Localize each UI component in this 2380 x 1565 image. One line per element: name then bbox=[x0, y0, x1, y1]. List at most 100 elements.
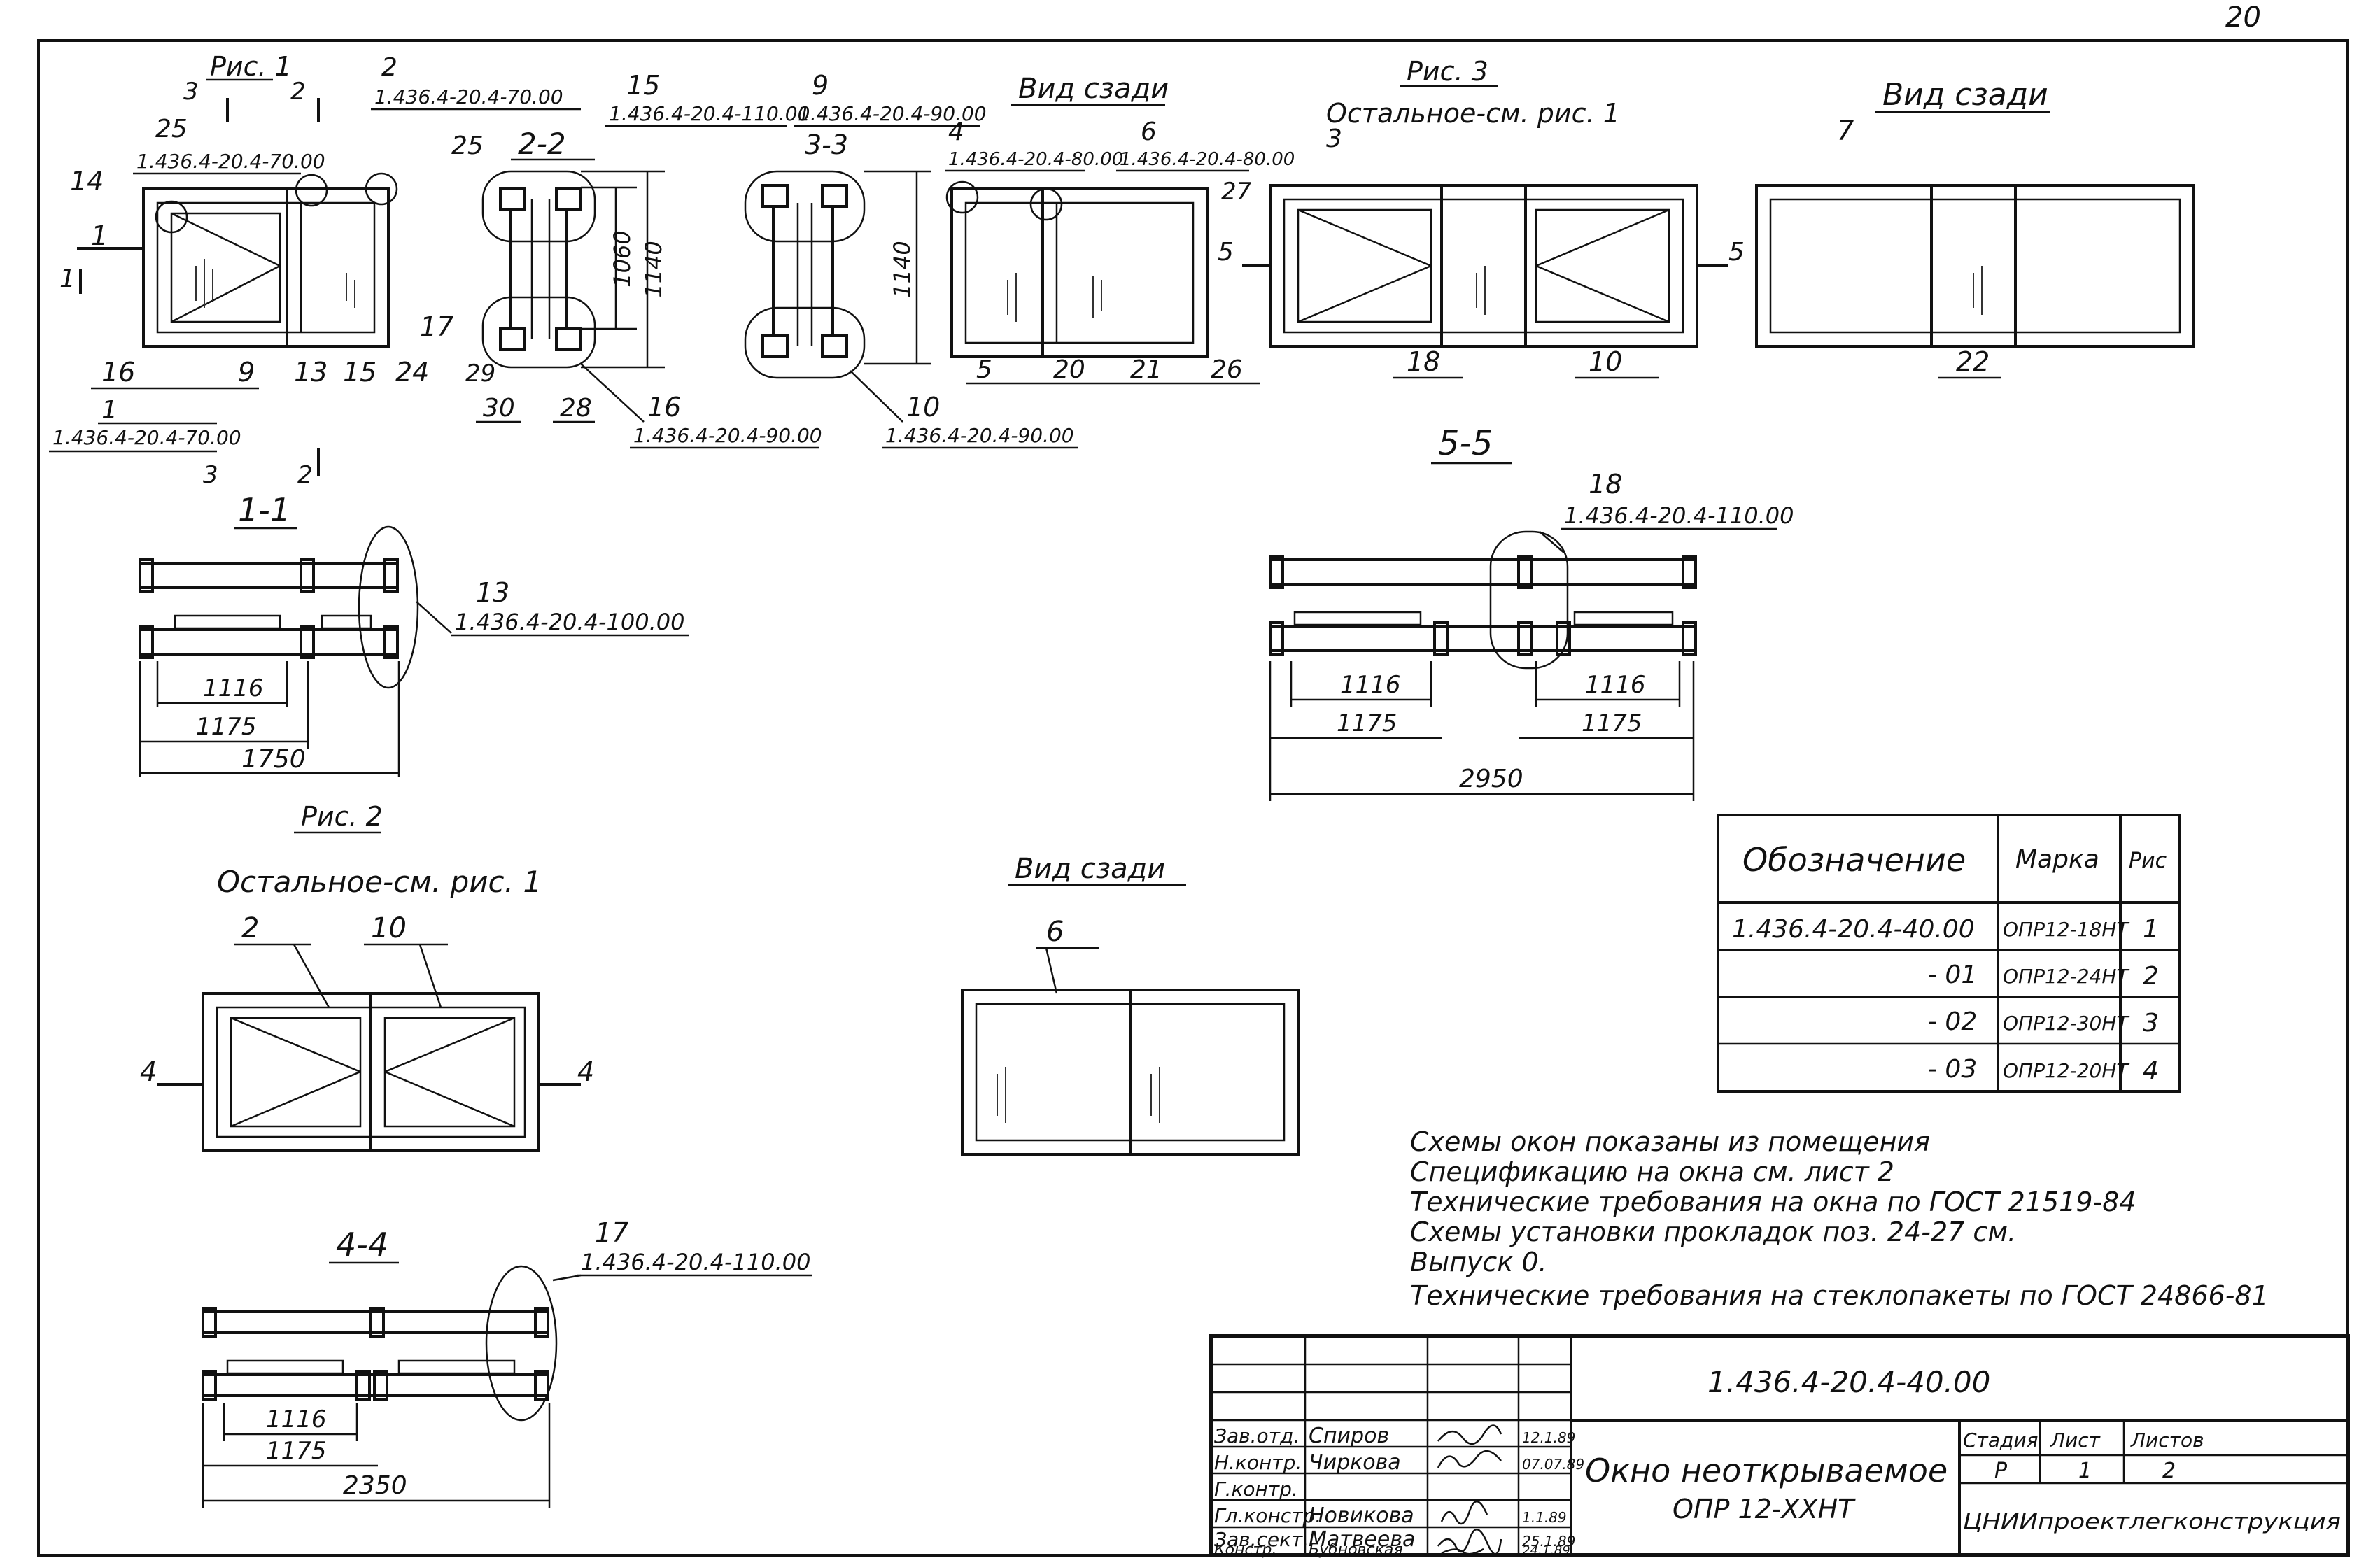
fig3-callout-3: 3 bbox=[1326, 125, 1342, 153]
fig3-note: Остальное-см. рис. 1 bbox=[1326, 98, 1620, 129]
sec33-callout-10: 10 bbox=[906, 392, 940, 423]
sec11-title: 1-1 bbox=[238, 491, 290, 529]
fig2-callout-4b: 4 bbox=[577, 1056, 594, 1087]
fig1-callout-25: 25 bbox=[451, 132, 484, 160]
stamp-name-1: Спиров bbox=[1309, 1424, 1389, 1448]
fig1-callout-14: 14 bbox=[70, 166, 104, 197]
back1-label-5: 5 bbox=[976, 355, 992, 384]
fig1-callout-17: 17 bbox=[420, 311, 453, 342]
stamp-name-6: Бубновская bbox=[1309, 1541, 1403, 1559]
sec44-dim-1116: 1116 bbox=[266, 1405, 327, 1433]
sec55-dim-1175a: 1175 bbox=[1337, 709, 1397, 737]
note-1: Схемы окон показаны из помещения bbox=[1410, 1126, 1930, 1157]
back3-label-22: 22 bbox=[1956, 346, 1990, 377]
sec22-dim-1060: 1060 bbox=[609, 230, 635, 287]
sheet-border bbox=[37, 39, 2349, 1557]
sec33-callout-9: 9 bbox=[812, 70, 829, 101]
fig1-ref-b: 1.436.4-20.4-70.00 bbox=[374, 85, 563, 108]
section-5-5: 5-5 18 1.436.4-20.4-110.00 1116 1175 111… bbox=[1269, 424, 1794, 801]
table-row-3-mark: ОПР12-30НТ bbox=[2003, 1012, 2129, 1035]
sec22-callout-15: 15 bbox=[626, 70, 660, 101]
fig1-callout-2a: 2 bbox=[381, 53, 397, 82]
fig1-window-outline bbox=[142, 187, 390, 348]
fig1-callout-9: 9 bbox=[238, 357, 255, 388]
stamp-sheets-label: Листов bbox=[2130, 1429, 2204, 1452]
table-row-3-fig: 3 bbox=[2143, 1009, 2159, 1038]
fig3-label-10: 10 bbox=[1589, 346, 1622, 377]
note-2: Спецификацию на окна см. лист 2 bbox=[1410, 1156, 1894, 1187]
stamp-role-5: Зав.сект. bbox=[1214, 1528, 1309, 1551]
note-3: Технические требования на окна по ГОСТ 2… bbox=[1410, 1187, 2136, 1217]
stamp-role-3: Г.контр. bbox=[1214, 1478, 1298, 1501]
signature-1 bbox=[1437, 1424, 1502, 1445]
table-row-2-designation: - 01 bbox=[1928, 961, 1977, 989]
fig2-note: Остальное-см. рис. 1 bbox=[217, 865, 542, 899]
fig3-label-18: 18 bbox=[1407, 346, 1440, 377]
sec44-callout-17: 17 bbox=[595, 1217, 628, 1248]
back1-label-20: 20 bbox=[1053, 355, 1085, 384]
signature-4 bbox=[1437, 1529, 1502, 1555]
stamp-name-2: Чиркова bbox=[1309, 1450, 1401, 1475]
back-view-2: Вид сзади 6 bbox=[961, 853, 1300, 1156]
fig1-ref-a: 1.436.4-20.4-70.00 bbox=[136, 150, 325, 173]
stamp-sheets: 2 bbox=[2162, 1459, 2176, 1483]
sec11-ref: 1.436.4-20.4-100.00 bbox=[455, 609, 684, 635]
fig1-callout-1b: 1 bbox=[59, 264, 76, 293]
sheet-number: 20 bbox=[2225, 1, 2261, 34]
table-row-1-fig: 1 bbox=[2143, 915, 2159, 944]
sec44-title: 4-4 bbox=[336, 1226, 388, 1263]
table-row-1-designation: 1.436.4-20.4-40.00 bbox=[1732, 915, 1975, 944]
sec55-dim-1175b: 1175 bbox=[1582, 709, 1642, 737]
sec22-title: 2-2 bbox=[518, 127, 566, 161]
stamp-name-5: Матвеева bbox=[1309, 1527, 1415, 1552]
back1-label-27: 27 bbox=[1221, 178, 1252, 206]
sec22-dim-1140: 1140 bbox=[640, 241, 667, 297]
sec22-ref: 1.436.4-20.4-110.00 bbox=[609, 102, 810, 125]
stamp-role-2: Н.контр. bbox=[1214, 1451, 1302, 1474]
stamp-org: ЦНИИпроектлегконструкция bbox=[1963, 1510, 2341, 1534]
table-row-4-mark: ОПР12-20НТ bbox=[2003, 1059, 2129, 1082]
section-3-3: 9 1.436.4-20.4-90.00 3-3 1140 10 1.436.4… bbox=[744, 70, 1078, 449]
designation-table: Обозначение Марка Рис 1.436.4-20.4-40.00… bbox=[1717, 814, 2181, 1093]
fig3-label-5b: 5 bbox=[1728, 238, 1745, 267]
stamp-name-4: Новикова bbox=[1309, 1503, 1414, 1528]
title-block: Зав.отд. Спиров 12.1.89 Н.контр. Чиркова… bbox=[1209, 1334, 2350, 1559]
back1-callout-6: 6 bbox=[1141, 118, 1157, 146]
fig1-section-mark-2: 3 bbox=[183, 78, 199, 106]
fig2-title: Рис. 2 bbox=[301, 801, 383, 832]
sec55-ref: 1.436.4-20.4-110.00 bbox=[1564, 502, 1794, 529]
sec33-title: 3-3 bbox=[805, 129, 848, 160]
back2-title: Вид сзади bbox=[1015, 853, 1165, 885]
stamp-sheet-label: Лист bbox=[2050, 1429, 2101, 1452]
sec33-ref-bottom: 1.436.4-20.4-90.00 bbox=[885, 424, 1074, 447]
figure-1: Рис. 1 25 1.436.4-20.4-70.00 2 1.436.4-2… bbox=[49, 51, 581, 489]
signature-3 bbox=[1440, 1501, 1488, 1525]
signature-5 bbox=[1441, 1548, 1484, 1555]
stamp-title-line1: Окно неоткрываемое bbox=[1585, 1452, 1948, 1489]
fig1-section-mark-3b: 2 bbox=[297, 461, 313, 489]
back2-callout-6: 6 bbox=[1046, 916, 1064, 948]
section-2-2: 15 1.436.4-20.4-110.00 2-2 1060 1140 29 … bbox=[465, 70, 822, 449]
stamp-date-4: 1.1.89 bbox=[1522, 1509, 1567, 1526]
notes-block: Схемы окон показаны из помещения Специфи… bbox=[1410, 1126, 2269, 1311]
note-6: Технические требования на стеклопакеты п… bbox=[1410, 1280, 2269, 1311]
sec11-dim-1750: 1750 bbox=[241, 745, 306, 774]
back1-label-21: 21 bbox=[1130, 355, 1162, 384]
table-row-4-fig: 4 bbox=[2143, 1056, 2159, 1085]
fig1-callout-15: 15 bbox=[343, 357, 376, 388]
stamp-role-1: Зав.отд. bbox=[1214, 1424, 1300, 1447]
back1-title: Вид сзади bbox=[1018, 73, 1169, 105]
table-header-fig: Рис bbox=[2129, 849, 2167, 873]
fig1-callout-13: 13 bbox=[294, 357, 328, 388]
sec44-dim-1175: 1175 bbox=[266, 1437, 327, 1465]
sec22-callout-16: 16 bbox=[647, 392, 681, 423]
sec22-label-28: 28 bbox=[560, 394, 592, 423]
fig1-section-mark-3: 2 bbox=[290, 78, 306, 106]
table-header-mark: Марка bbox=[2015, 845, 2099, 874]
signature-2 bbox=[1437, 1450, 1502, 1468]
sec55-dim-2950: 2950 bbox=[1459, 765, 1523, 793]
back1-label-26: 26 bbox=[1211, 355, 1243, 384]
sec55-dim-1116a: 1116 bbox=[1340, 671, 1401, 699]
figure-2: Рис. 2 Остальное-см. рис. 1 2 10 4 4 bbox=[140, 801, 594, 1152]
section-1-1: 1-1 13 1.436.4-20.4-100.00 1116 1175 175… bbox=[139, 491, 689, 777]
